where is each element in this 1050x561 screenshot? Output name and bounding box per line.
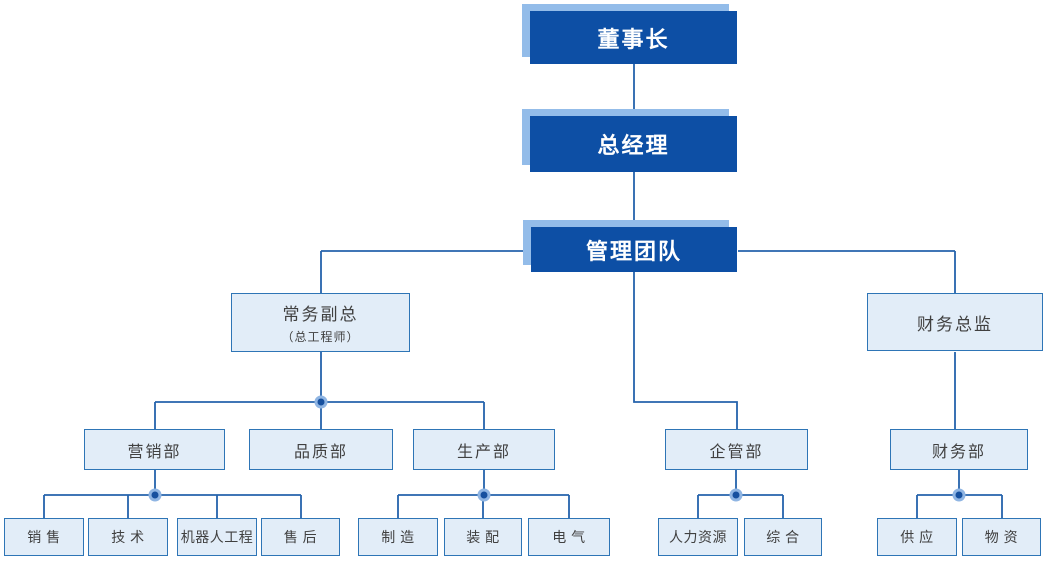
node-sales: 销 售 [4,518,84,556]
node-general-manager: 总经理 [530,116,737,172]
node-technology: 技 术 [88,518,168,556]
node-manufacturing: 制 造 [358,518,438,556]
node-executive-vp: 常务副总 （总工程师） [231,293,410,352]
junction-dot [729,488,743,502]
node-robot-engineering: 机器人工程 [177,518,257,556]
mgmt-branch-lines [320,250,956,429]
marketing-branch-lines [43,470,302,518]
node-cfo: 财务总监 [867,293,1043,351]
cfo-title: 财务总监 [917,314,993,334]
executive-vp-subtitle: （总工程师） [281,330,360,344]
node-production-dept: 生产部 [413,429,555,470]
junction-dot [314,395,328,409]
node-chairman: 董事长 [530,11,737,64]
evp-branch-lines [154,352,485,429]
executive-vp-title: 常务副总 [282,305,359,324]
junction-dot [477,488,491,502]
node-electrical: 电 气 [528,518,610,556]
node-enterprise-mgmt-dept: 企管部 [665,429,808,470]
node-finance-dept: 财务部 [890,429,1028,470]
junction-dot [952,488,966,502]
node-marketing-dept: 营销部 [84,429,225,470]
node-assembly: 装 配 [444,518,522,556]
junction-dot [148,488,162,502]
node-quality-dept: 品质部 [249,429,393,470]
node-human-resources: 人力资源 [658,518,738,556]
node-management-team: 管理团队 [531,227,737,272]
node-after-sales: 售 后 [261,518,340,556]
node-general-affairs: 综 合 [744,518,822,556]
node-supply: 供 应 [877,518,957,556]
node-materials: 物 资 [962,518,1041,556]
